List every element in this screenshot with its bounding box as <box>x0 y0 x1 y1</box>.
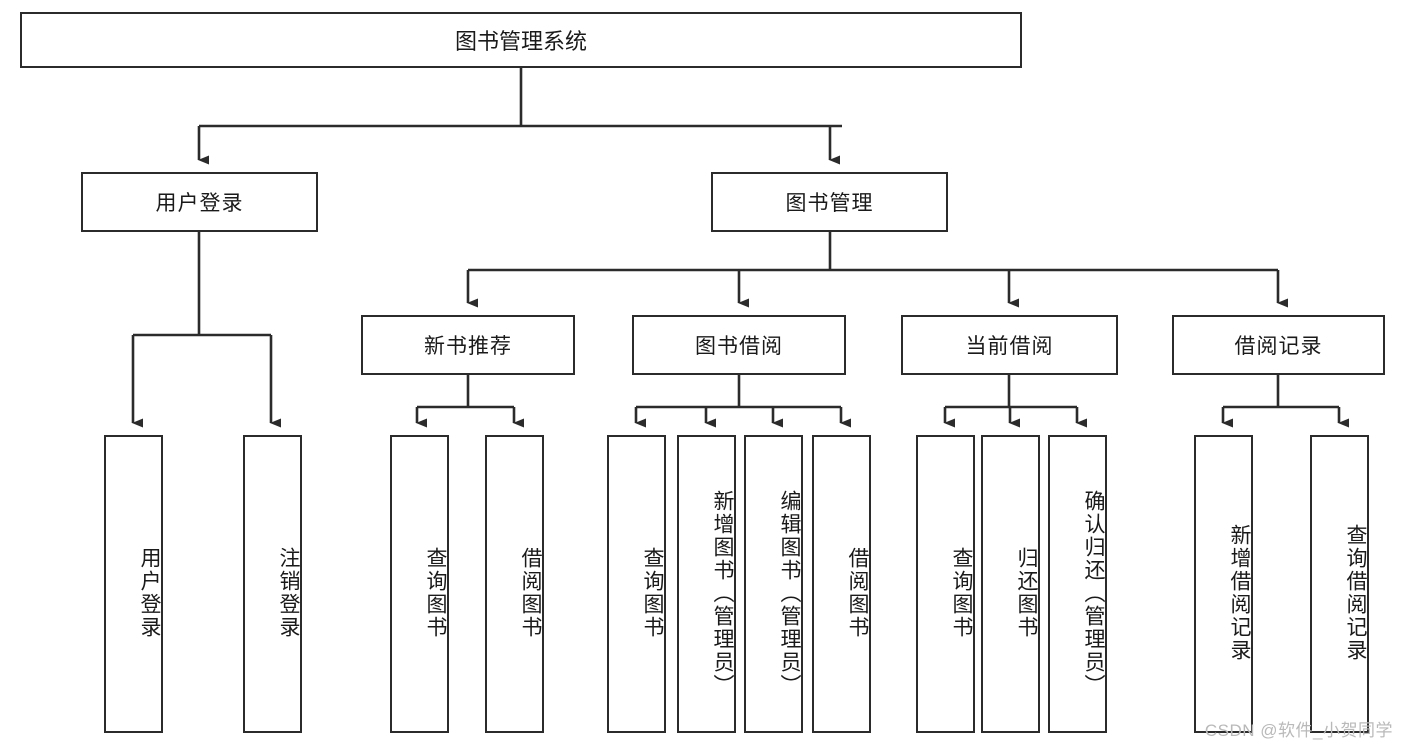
node-label: 确认归还（管理员） <box>1082 489 1105 697</box>
node-label: 借阅图书 <box>519 547 542 639</box>
node-current-borrow[interactable]: 当前借阅 <box>901 315 1118 375</box>
node-book-management[interactable]: 图书管理 <box>711 172 948 232</box>
node-label: 图书管理系统 <box>454 29 587 54</box>
leaf-borrow-book[interactable]: 借阅图书 <box>812 435 871 733</box>
leaf-query-borrow-record[interactable]: 查询借阅记录 <box>1310 435 1369 733</box>
node-label: 借阅记录 <box>1234 335 1323 358</box>
leaf-edit-book-admin[interactable]: 编辑图书（管理员） <box>744 435 803 733</box>
node-label: 查询图书 <box>424 547 447 639</box>
leaf-query-book-recommend[interactable]: 查询图书 <box>390 435 449 733</box>
node-book-borrow[interactable]: 图书借阅 <box>632 315 846 375</box>
node-label: 归还图书 <box>1015 547 1038 639</box>
leaf-add-book-admin[interactable]: 新增图书（管理员） <box>677 435 736 733</box>
watermark: CSDN @软件_小贺同学 <box>1204 721 1393 740</box>
node-label: 借阅图书 <box>846 547 869 639</box>
node-label: 查询借阅记录 <box>1344 524 1367 662</box>
leaf-user-login[interactable]: 用户登录 <box>104 435 163 733</box>
node-label: 新增借阅记录 <box>1228 524 1251 662</box>
node-label: 注销登录 <box>277 547 300 639</box>
node-label: 图书借阅 <box>695 335 783 358</box>
node-user-login[interactable]: 用户登录 <box>81 172 318 232</box>
leaf-query-book-current[interactable]: 查询图书 <box>916 435 975 733</box>
node-label: 新书推荐 <box>424 335 512 358</box>
leaf-return-book[interactable]: 归还图书 <box>981 435 1040 733</box>
node-label: 新增图书（管理员） <box>711 489 734 697</box>
node-root-system[interactable]: 图书管理系统 <box>20 12 1022 68</box>
node-borrow-record[interactable]: 借阅记录 <box>1172 315 1385 375</box>
node-label: 编辑图书（管理员） <box>778 489 801 697</box>
node-label: 图书管理 <box>785 192 874 215</box>
node-label: 用户登录 <box>138 547 161 639</box>
node-label: 当前借阅 <box>965 335 1054 358</box>
leaf-borrow-book-recommend[interactable]: 借阅图书 <box>485 435 544 733</box>
leaf-confirm-return-admin[interactable]: 确认归还（管理员） <box>1048 435 1107 733</box>
node-new-book-recommend[interactable]: 新书推荐 <box>361 315 575 375</box>
node-label: 查询图书 <box>950 547 973 639</box>
leaf-add-borrow-record[interactable]: 新增借阅记录 <box>1194 435 1253 733</box>
leaf-logout-login[interactable]: 注销登录 <box>243 435 302 733</box>
leaf-query-book-borrow[interactable]: 查询图书 <box>607 435 666 733</box>
node-label: 用户登录 <box>155 192 244 215</box>
node-label: 查询图书 <box>641 547 664 639</box>
